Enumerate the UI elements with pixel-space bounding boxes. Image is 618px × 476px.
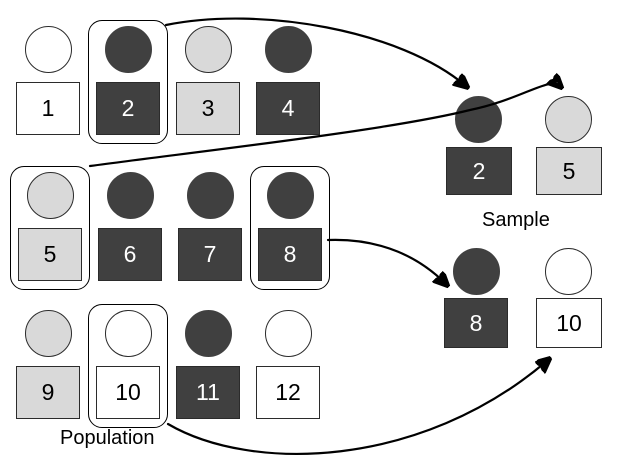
unit-label-box: 8 [258,228,322,281]
population-unit-9[interactable]: 9 [16,310,80,420]
population-unit-2[interactable]: 2 [96,26,160,136]
population-unit-7[interactable]: 7 [178,172,242,282]
unit-label-box: 7 [178,228,242,281]
unit-circle [27,172,74,219]
population-unit-11[interactable]: 11 [176,310,240,420]
arrow-unit-2-to-sample-2 [164,17,466,86]
unit-label-box: 12 [256,366,320,419]
population-caption: Population [60,427,155,449]
unit-circle [185,26,232,73]
unit-label-box: 10 [96,366,160,419]
population-unit-6[interactable]: 6 [98,172,162,282]
unit-label-box: 2 [446,147,512,195]
unit-label-box: 5 [536,147,602,195]
unit-label-box: 2 [96,82,160,135]
population-unit-4[interactable]: 4 [256,26,320,136]
unit-circle [105,310,152,357]
arrow-unit-5-to-sample-5 [88,84,560,168]
arrow-unit-8-to-sample-8 [326,238,446,284]
unit-circle [267,172,314,219]
unit-circle [265,26,312,73]
unit-circle [25,26,72,73]
unit-circle [107,172,154,219]
unit-circle [25,310,72,357]
unit-label-box: 8 [444,298,508,348]
population-unit-8[interactable]: 8 [258,172,322,282]
population-unit-10[interactable]: 10 [96,310,160,420]
population-unit-1[interactable]: 1 [16,26,80,136]
unit-label-box: 5 [18,228,82,281]
arrow-unit-10-to-sample-10 [166,360,548,455]
population-unit-5[interactable]: 5 [18,172,82,282]
sample-unit-10[interactable]: 10 [536,248,602,348]
unit-circle [545,248,592,295]
unit-circle [453,248,500,295]
population-unit-12[interactable]: 12 [256,310,320,420]
unit-circle [265,310,312,357]
population-unit-3[interactable]: 3 [176,26,240,136]
unit-label-box: 11 [176,366,240,419]
sample-caption: Sample [482,209,550,231]
unit-label-box: 4 [256,82,320,135]
sample-unit-5[interactable]: 5 [536,96,602,196]
unit-label-box: 10 [536,298,602,348]
unit-circle [545,96,592,143]
sample-unit-8[interactable]: 8 [444,248,508,348]
unit-label-box: 9 [16,366,80,419]
unit-circle [187,172,234,219]
unit-label-box: 3 [176,82,240,135]
unit-label-box: 6 [98,228,162,281]
unit-circle [105,26,152,73]
unit-circle [185,310,232,357]
unit-label-box: 1 [16,82,80,135]
